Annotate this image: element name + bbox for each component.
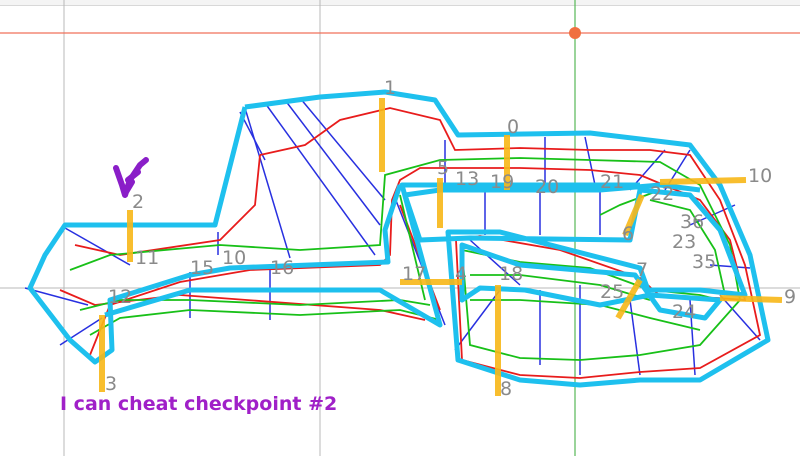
- toolbar-strip: [0, 0, 800, 6]
- node-label: 11: [135, 247, 159, 269]
- node-label: 6: [622, 223, 634, 245]
- node-label: 7: [636, 259, 648, 281]
- node-label: 21: [600, 171, 624, 193]
- track-border-hairpin: [459, 242, 723, 321]
- track-border: [27, 89, 771, 388]
- node-label: 24: [672, 301, 696, 323]
- node-label: 17: [402, 263, 426, 285]
- checkpoint-10: [659, 177, 747, 185]
- node-label: 36: [680, 211, 704, 233]
- node-label: 5: [437, 157, 449, 179]
- node-label: 3: [105, 373, 117, 395]
- node-label: 2: [132, 191, 144, 213]
- node-label: 10: [748, 165, 772, 187]
- checkpoint-bars: [99, 98, 783, 396]
- node-label: 13: [455, 168, 479, 190]
- node-label: 19: [490, 171, 514, 193]
- origin-point[interactable]: [569, 27, 581, 39]
- checkpoint-9: [719, 295, 783, 303]
- node-label: 10: [222, 247, 246, 269]
- handwritten-mark: [113, 157, 149, 198]
- checkpoint-7: [615, 278, 643, 320]
- checkpoint-6: [622, 193, 645, 237]
- handwritten-mark-text: V: [0, 0, 1, 1]
- node-label: 25: [600, 281, 624, 303]
- node-label: 1: [384, 77, 396, 99]
- node-label: 22: [650, 183, 674, 205]
- spline-red-outer: [89, 107, 762, 379]
- node-label: 0: [507, 116, 519, 138]
- node-label: 18: [499, 263, 523, 285]
- node-label: 16: [270, 257, 294, 279]
- node-label: 8: [500, 378, 512, 400]
- node-label: 4: [455, 263, 467, 285]
- track-border-main: [27, 89, 771, 388]
- node-label: 9: [784, 286, 796, 308]
- node-label: 15: [190, 257, 214, 279]
- node-label: 20: [535, 176, 559, 198]
- node-label: 23: [672, 231, 696, 253]
- node-label: 35: [692, 251, 716, 273]
- caption-text: I can cheat checkpoint #2: [60, 393, 338, 415]
- track-border-inner-loop: [104, 182, 640, 328]
- node-labels: 1 0 2 10 9 3 8 4 5 6 7 13 19 20 21 22 23…: [105, 77, 796, 400]
- node-label: 12: [108, 286, 132, 308]
